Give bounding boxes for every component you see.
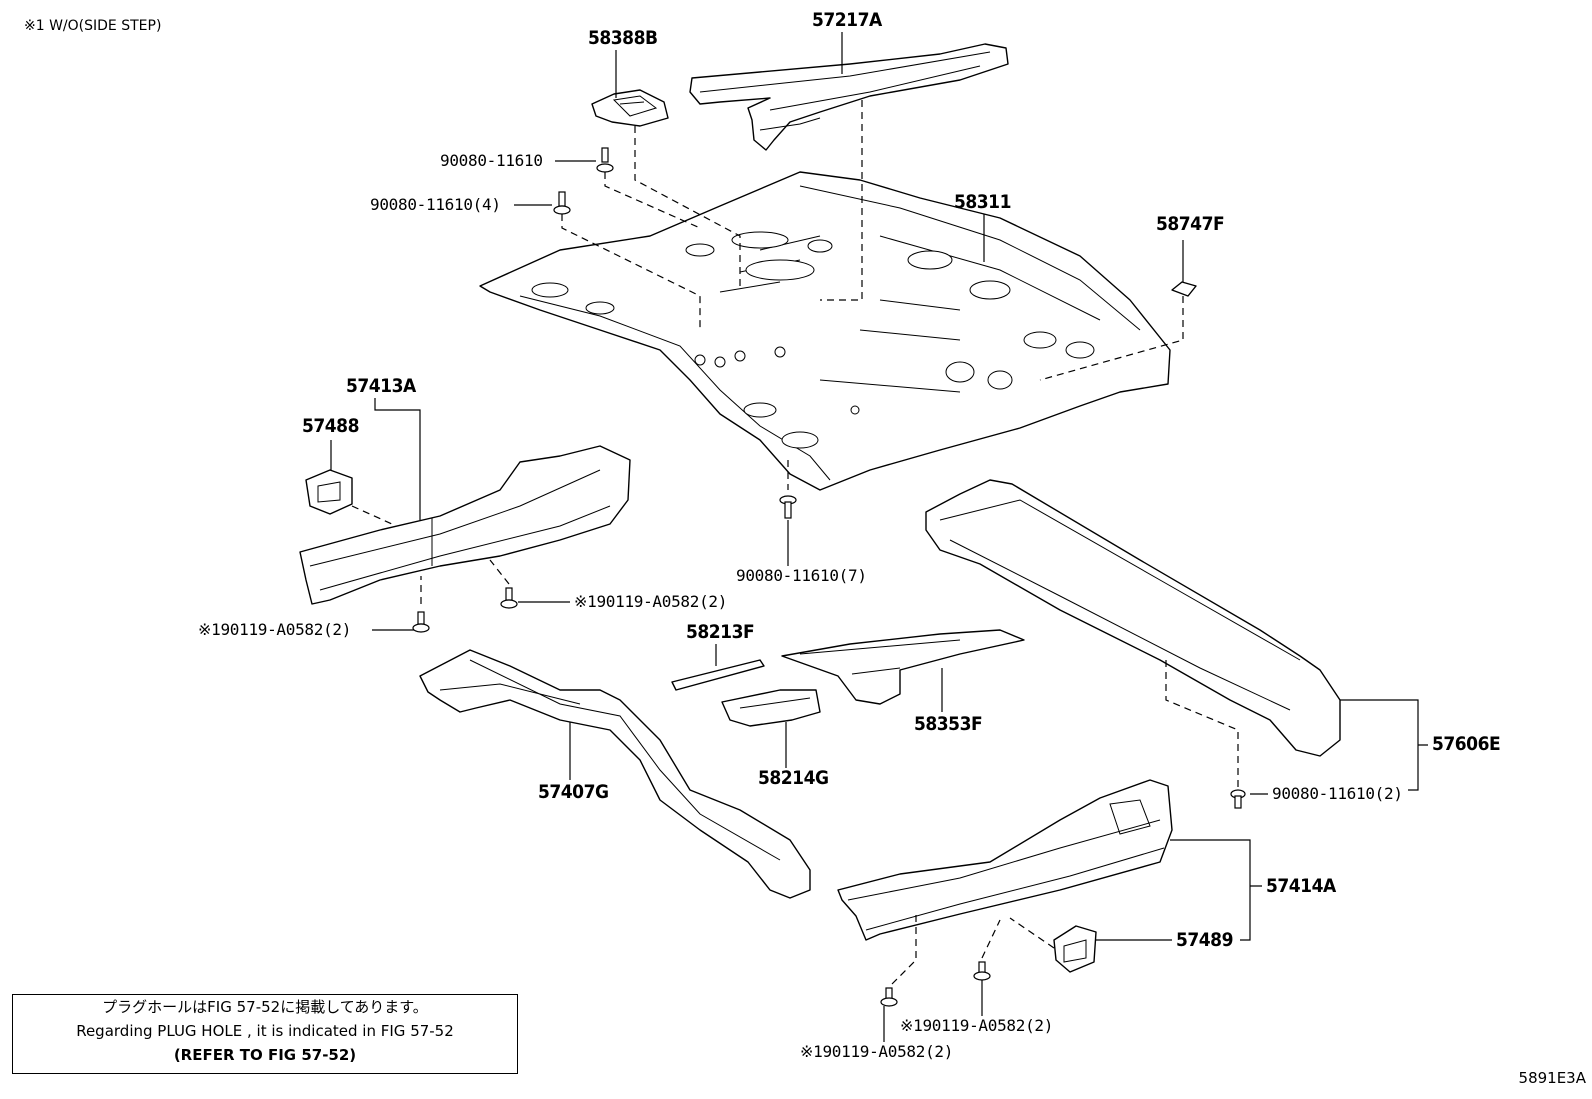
plug-hole-note-japanese: プラグホールはFIG 57-52に掲載してあります。 xyxy=(102,998,428,1016)
part-58213F-drawing xyxy=(671,659,765,691)
fastener-label-90080-11610-7: 90080-11610(7) xyxy=(736,566,867,585)
part-label-58311: 58311 xyxy=(954,191,1011,213)
part-58353F-drawing xyxy=(781,629,1025,705)
part-58311-drawing xyxy=(479,171,1171,491)
bolt-icon xyxy=(596,147,614,173)
fastener-label-190119-A0582-lower-right: ※190119-A0582(2) xyxy=(900,1016,1054,1035)
part-57413A-drawing xyxy=(299,445,631,605)
part-label-57606E: 57606E xyxy=(1432,733,1501,755)
part-label-58214G: 58214G xyxy=(758,767,829,789)
part-58747F-drawing xyxy=(1171,281,1197,297)
fastener-drawings xyxy=(412,147,1246,1007)
part-label-58747F: 58747F xyxy=(1156,213,1225,235)
part-label-58353F: 58353F xyxy=(914,713,983,735)
part-57606E-drawing xyxy=(925,479,1341,757)
plug-hole-note-english: Regarding PLUG HOLE , it is indicated in… xyxy=(76,1022,454,1040)
fastener-label-90080-11610-4: 90080-11610(4) xyxy=(370,195,501,214)
part-57414A-drawing xyxy=(837,779,1173,941)
fastener-label-90080-11610: 90080-11610 xyxy=(440,151,543,170)
bolt-icon xyxy=(880,987,898,1007)
part-label-57217A: 57217A xyxy=(812,9,882,31)
figure-id: 5891E3A xyxy=(1518,1069,1586,1087)
leader-lines xyxy=(330,32,1428,1042)
bolt-icon xyxy=(500,587,518,609)
part-57488-drawing xyxy=(305,469,353,515)
part-58214G-drawing xyxy=(721,689,821,727)
part-label-57489: 57489 xyxy=(1176,929,1233,951)
fastener-label-190119-A0582-mid: ※190119-A0582(2) xyxy=(574,592,728,611)
part-label-57414A: 57414A xyxy=(1266,875,1336,897)
part-57489-drawing xyxy=(1053,925,1097,973)
part-58388B-drawing xyxy=(591,89,669,127)
dashed-assembly-lines xyxy=(351,100,1239,985)
plug-hole-note-box: プラグホールはFIG 57-52に掲載してあります。 Regarding PLU… xyxy=(12,994,518,1074)
bolt-icon xyxy=(973,961,991,981)
bolt-icon xyxy=(779,495,797,519)
fastener-label-190119-A0582-lower-left: ※190119-A0582(2) xyxy=(800,1042,954,1061)
part-label-58213F: 58213F xyxy=(686,621,755,643)
side-step-note: ※1 W/O(SIDE STEP) xyxy=(24,18,162,34)
part-57407G-drawing xyxy=(419,649,811,899)
part-label-57413A: 57413A xyxy=(346,375,416,397)
part-57217A-drawing xyxy=(689,43,1009,151)
fastener-label-190119-A0582-left: ※190119-A0582(2) xyxy=(198,620,352,639)
part-label-58388B: 58388B xyxy=(588,27,658,49)
plug-hole-note-refer: (REFER TO FIG 57-52) xyxy=(173,1046,357,1064)
bolt-icon xyxy=(1230,789,1246,809)
part-label-57488: 57488 xyxy=(302,415,359,437)
bolt-icon xyxy=(412,611,430,633)
part-label-57407G: 57407G xyxy=(538,781,609,803)
fastener-label-90080-11610-2: 90080-11610(2) xyxy=(1272,784,1403,803)
bolt-icon xyxy=(553,191,571,215)
